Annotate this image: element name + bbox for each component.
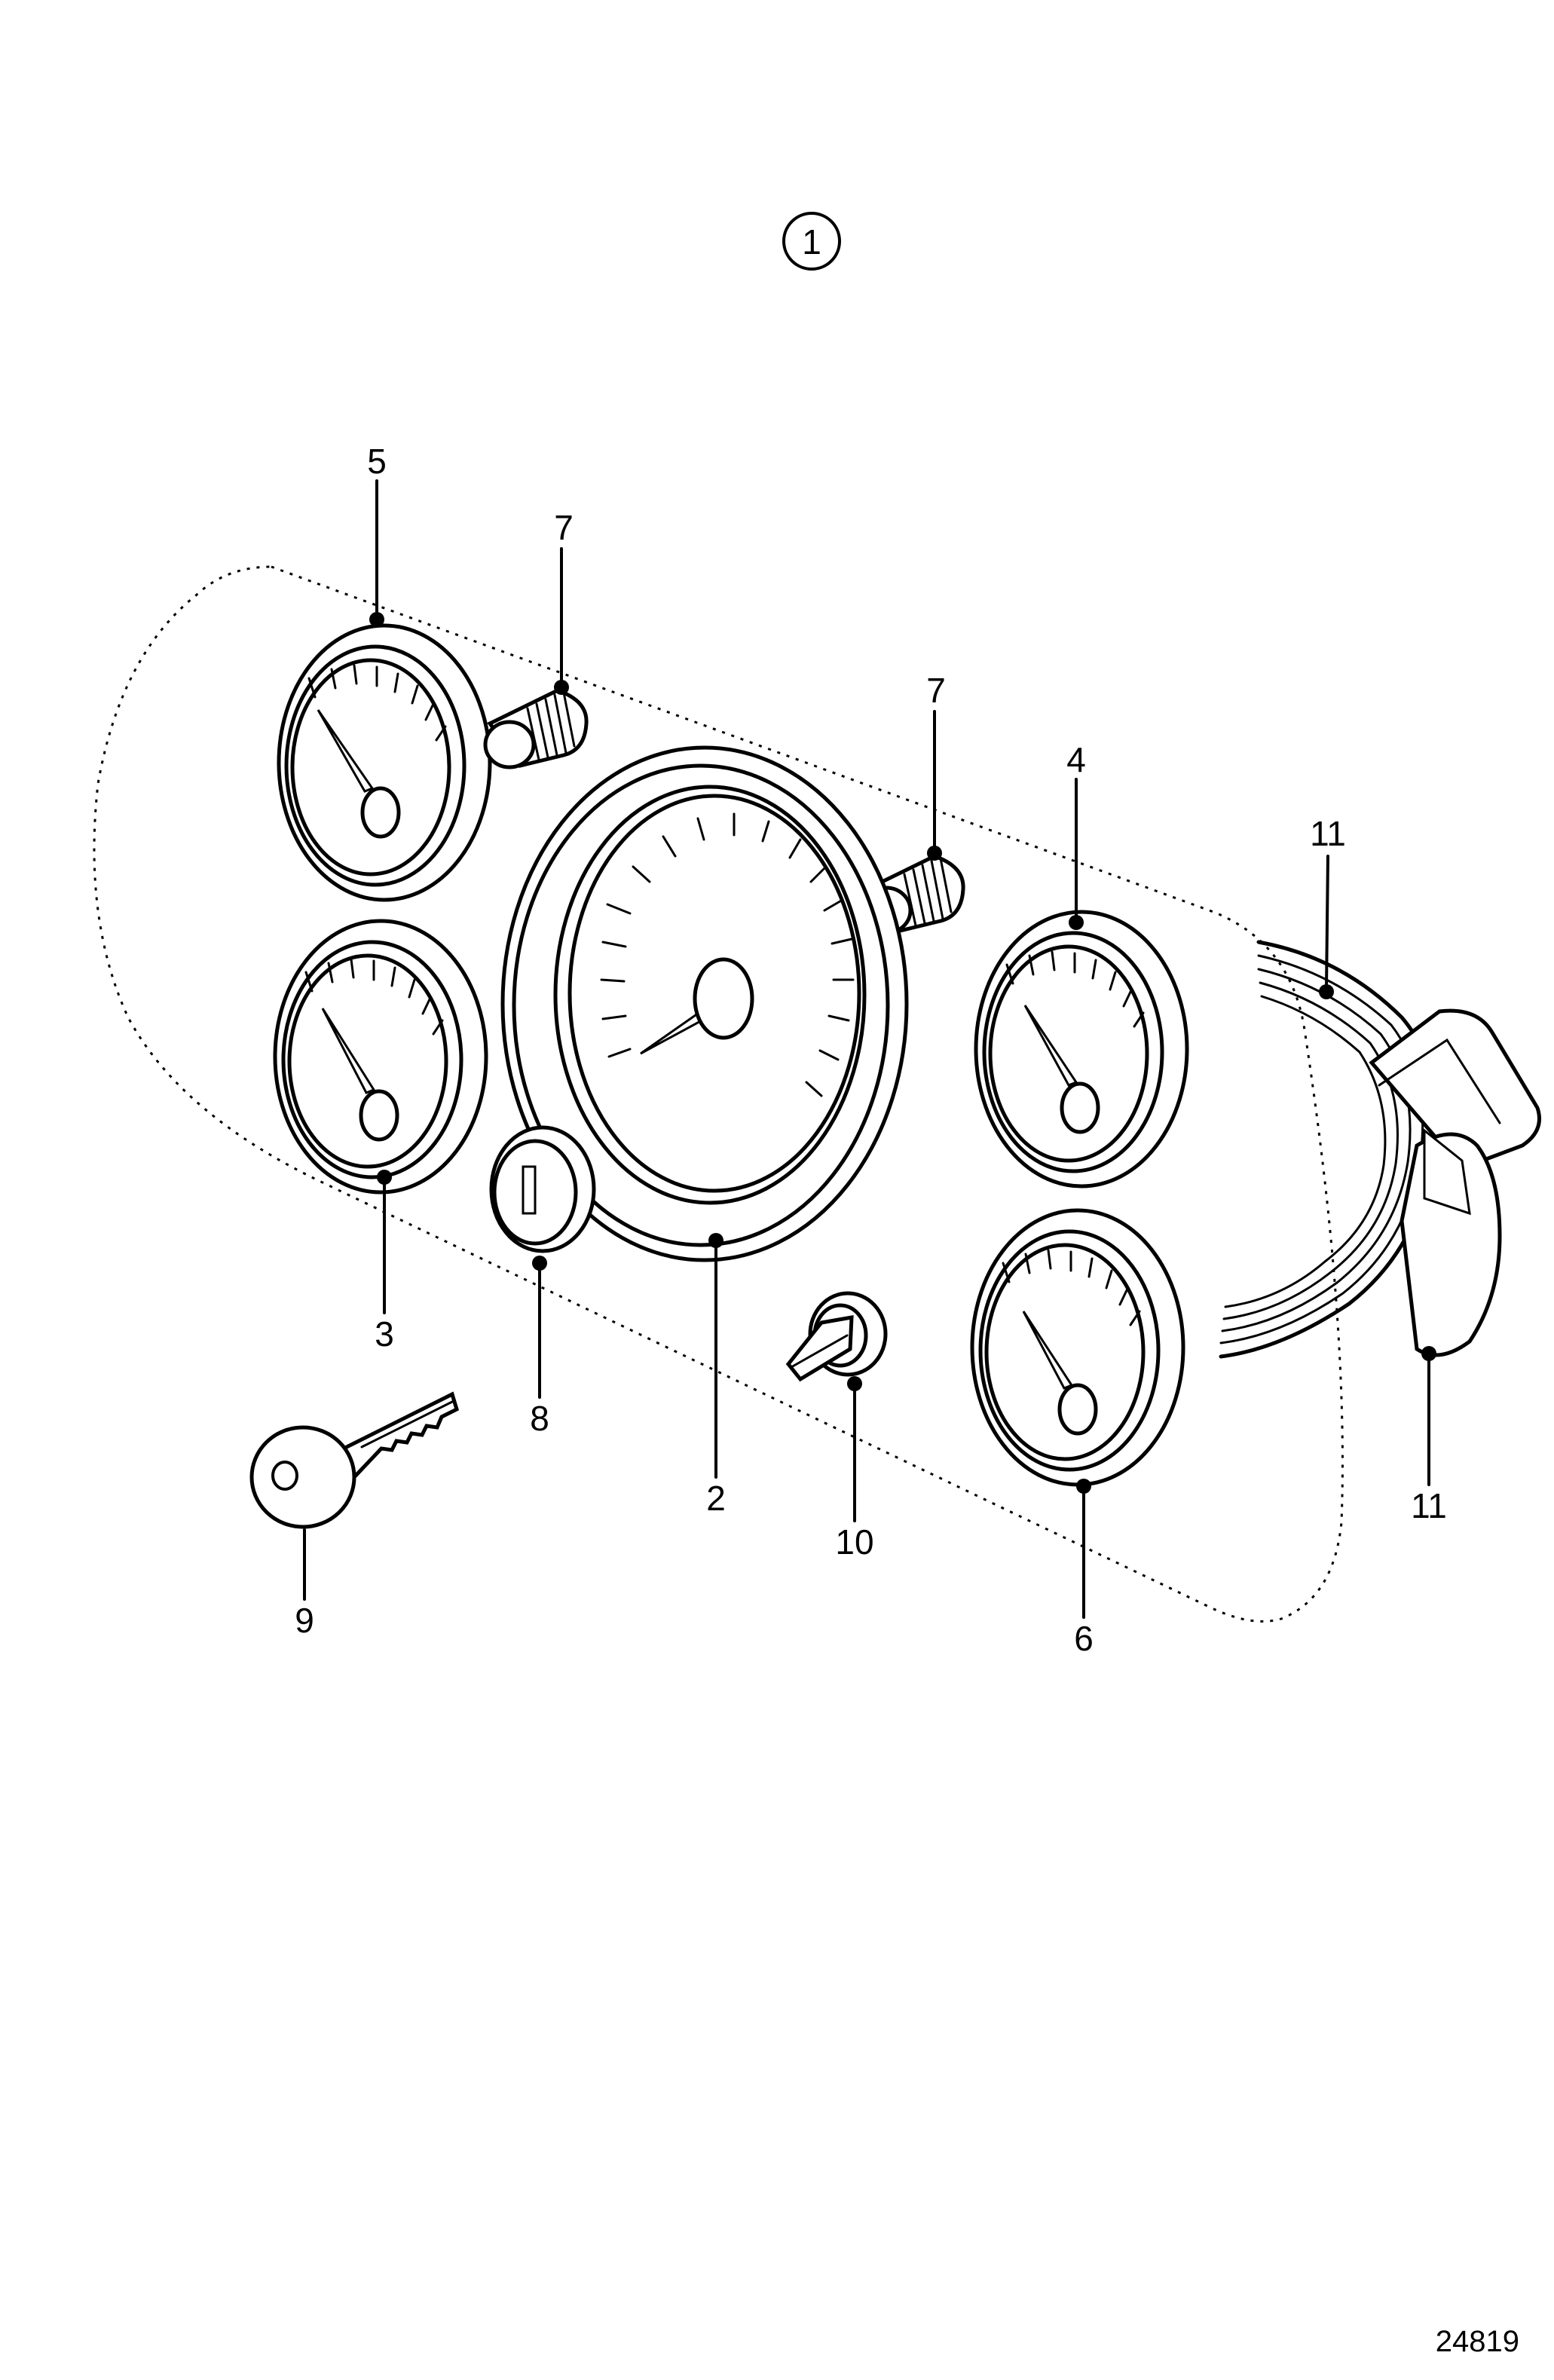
callout-label-7-left: 7 bbox=[554, 508, 574, 547]
callout-label-9: 9 bbox=[295, 1601, 314, 1640]
wiring-harness-11 bbox=[1219, 940, 1541, 1359]
callout-labels: 5 7 7 4 11 3 8 2 10 6 11 9 bbox=[295, 442, 1447, 1658]
callout-label-8: 8 bbox=[530, 1399, 549, 1438]
gauge-3 bbox=[273, 919, 488, 1195]
callout-label-7-right: 7 bbox=[926, 671, 946, 710]
callout-label-11-upper: 11 bbox=[1310, 814, 1346, 853]
callout-label-2: 2 bbox=[706, 1479, 726, 1518]
gauge-6 bbox=[970, 1208, 1185, 1487]
ignition-lock-8 bbox=[489, 1125, 596, 1253]
callout-label-5: 5 bbox=[367, 442, 387, 481]
drawing-number: 24819 bbox=[1436, 2325, 1519, 2358]
gauge-5 bbox=[277, 623, 492, 902]
callout-label-3: 3 bbox=[375, 1314, 394, 1354]
callout-label-10: 10 bbox=[835, 1522, 873, 1562]
panel-outline bbox=[93, 565, 1344, 1623]
assembly-callout: 1 bbox=[782, 212, 841, 271]
callout-label-4: 4 bbox=[1066, 740, 1086, 779]
callout-label-11-lower: 11 bbox=[1411, 1486, 1447, 1525]
knob-7-left bbox=[483, 688, 589, 769]
callout-label-6: 6 bbox=[1074, 1619, 1094, 1658]
leader-lines bbox=[303, 479, 1436, 1619]
gauge-4 bbox=[974, 910, 1189, 1188]
assembly-callout-number: 1 bbox=[802, 222, 821, 262]
main-gauge-2 bbox=[500, 745, 909, 1262]
toggle-switch-10 bbox=[785, 1291, 888, 1382]
key-9 bbox=[249, 1391, 459, 1529]
